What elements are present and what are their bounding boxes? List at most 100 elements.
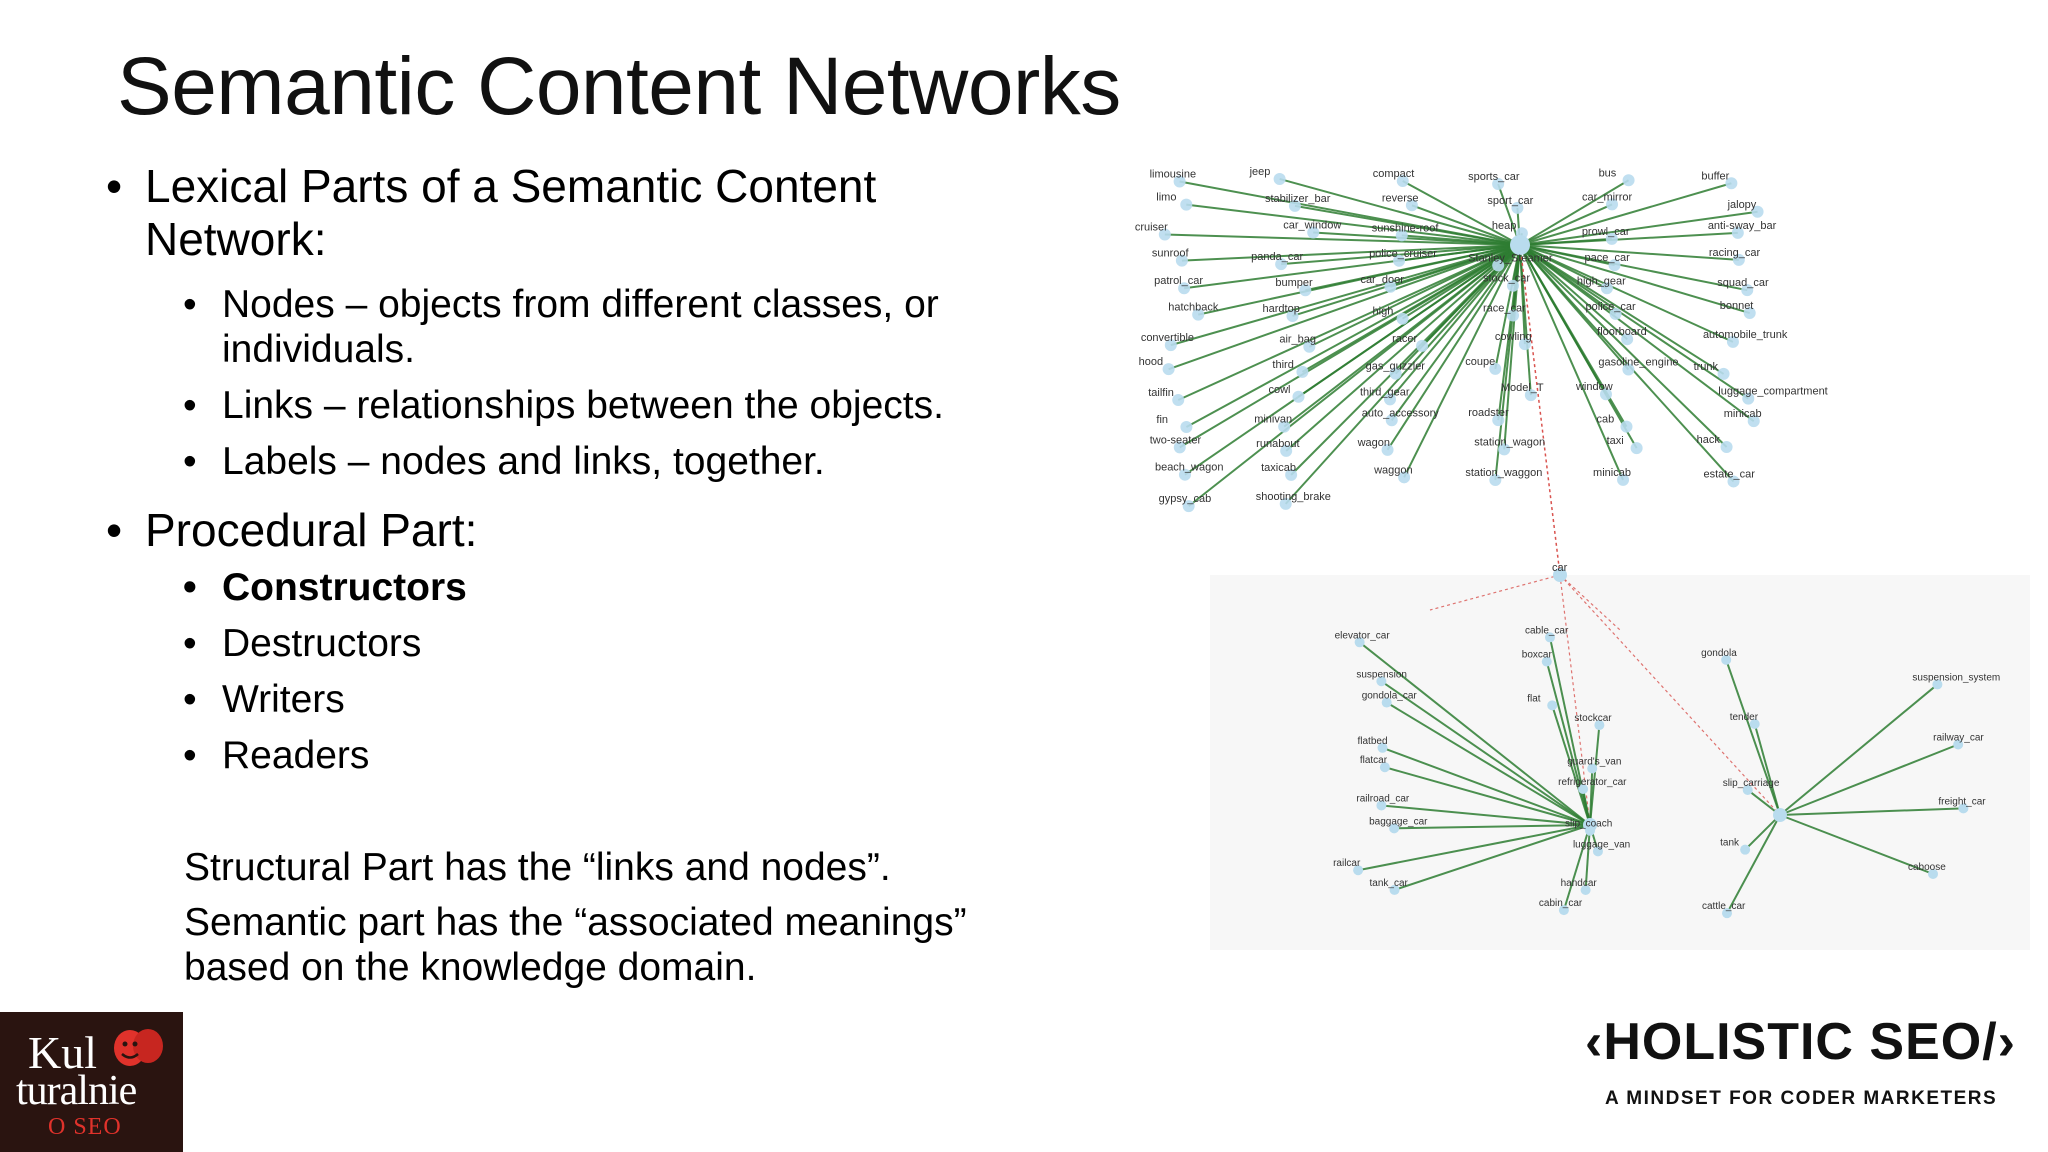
graph-node (1507, 309, 1520, 322)
graph-node-label: slip_coach (1565, 819, 1612, 830)
graph-node-label: guard's_van (1567, 756, 1621, 767)
graph-edge (1197, 244, 1521, 316)
graph-node-label: sports_car (1468, 171, 1520, 183)
graph-node-label: cabin_car (1539, 898, 1583, 909)
graph-edge (1589, 768, 1594, 826)
graph-node (1722, 908, 1733, 919)
graph-node-label: Model_T (1501, 382, 1544, 394)
graph-edge (1559, 574, 1621, 631)
graph-edge (1284, 244, 1521, 505)
graph-node (1279, 497, 1292, 510)
graph-nodes (1158, 172, 1969, 919)
graph-node (1192, 308, 1205, 321)
semantic-note-line2: based on the knowledge domain. (184, 946, 757, 989)
semantic-note-line1: Semantic part has the “associated meanin… (184, 901, 967, 944)
graph-node-label: railcar (1333, 858, 1361, 869)
graph-node (1599, 388, 1612, 401)
graph-node-label: coupe (1465, 356, 1495, 368)
graph-node-label: police_cruiser (1369, 248, 1437, 260)
graph-edge (1779, 683, 1939, 816)
graph-node-label: sport_car (1487, 195, 1533, 207)
graph-node (1180, 198, 1193, 211)
graph-node (1958, 803, 1969, 814)
graph-node-label: wagon (1357, 437, 1390, 449)
graph-node-label: buffer (1701, 170, 1729, 182)
graph-edge (1519, 244, 1748, 292)
graph-node (1489, 474, 1502, 487)
graph-node (1720, 441, 1733, 454)
graph-node-label: cruiser (1135, 222, 1168, 234)
graph-node (1605, 232, 1618, 245)
graph-edge (1184, 244, 1521, 476)
graph-background (1210, 575, 2030, 950)
graph-edge (1294, 204, 1521, 246)
graph-edge (1519, 244, 1561, 576)
graph-node (1379, 762, 1390, 773)
structural-note: Structural Part has the “links and nodes… (184, 846, 891, 889)
graph-node (1288, 199, 1301, 212)
brand-name: ‹HOLISTIC SEO/› (1585, 1013, 2016, 1071)
lexical-item-line1: Links – relationships between the object… (222, 384, 944, 427)
graph-node-label: minicab (1724, 408, 1762, 420)
graph-node-label: two-seater (1150, 434, 1202, 446)
graph-node (1354, 637, 1365, 648)
graph-node-label: luggage_van (1573, 839, 1630, 850)
procedural-item-destructors: Destructors (106, 621, 1106, 666)
graph-node (1741, 284, 1754, 297)
procedural-item-label: Constructors (222, 566, 467, 609)
graph-node (1396, 175, 1409, 188)
graph-hub-node (1773, 808, 1787, 822)
graph-node (1507, 279, 1520, 292)
graph-node-label: racer (1392, 333, 1417, 345)
lexical-item-nodes: Nodes – objects from different classes, … (106, 282, 1106, 372)
graph-node (1541, 656, 1552, 667)
graph-node-label: minivan (1254, 414, 1292, 426)
logo-left-line1: Kul (28, 1027, 97, 1078)
graph-node (1630, 442, 1643, 455)
graph-node (1592, 846, 1603, 857)
graph-node (1296, 365, 1309, 378)
bullet-lexical-line2: Network: (145, 213, 327, 265)
graph-edge (1168, 244, 1521, 371)
graph-node-label: cowl (1268, 384, 1290, 396)
graph-node-label: hack (1697, 434, 1721, 446)
graph-node-label: automobile_trunk (1703, 329, 1788, 341)
graph-node-label: cattle_car (1702, 901, 1746, 912)
graph-node-label: gondola (1701, 648, 1737, 659)
lexical-item-line1: Labels – nodes and links, together. (222, 440, 825, 483)
graph-edge (1188, 244, 1521, 507)
graph-node-label: stockcar (1574, 713, 1612, 724)
graph-node-label: compact (1373, 168, 1415, 180)
logo-left-line3: O SEO (48, 1114, 122, 1140)
graph-node (1395, 229, 1408, 242)
graph-node (1164, 339, 1177, 352)
graph-node (1182, 500, 1195, 513)
graph-node (1377, 742, 1388, 753)
graph-node (1280, 444, 1293, 457)
graph-edge (1519, 244, 1735, 483)
graph-node (1398, 471, 1411, 484)
graph-node-label: tender (1730, 712, 1759, 723)
graph-node (1292, 390, 1305, 403)
graph-edge (1725, 659, 1781, 816)
graph-node-label: reverse (1382, 192, 1419, 204)
graph-node-label: car_door (1360, 274, 1404, 286)
graph-node (1524, 389, 1537, 402)
graph-node-label: hood (1139, 356, 1163, 368)
graph-node-label: taxi (1607, 435, 1624, 447)
graph-edge (1403, 244, 1521, 478)
graph-node (1751, 205, 1764, 218)
graph-node (1749, 718, 1760, 729)
graph-node (1731, 226, 1744, 239)
graph-node (1492, 259, 1505, 272)
graph-edge (1753, 723, 1781, 816)
graph-node-label: hardtop (1263, 303, 1300, 315)
graph-edge (1519, 244, 1734, 343)
graph-edge (1779, 743, 1959, 816)
lexical-item-labels: Labels – nodes and links, together. (106, 439, 1106, 484)
graph-edge (1779, 807, 1964, 816)
graph-node (1175, 254, 1188, 267)
graph-node-label: roadster (1468, 407, 1509, 419)
graph-node-label: refrigerator_car (1558, 777, 1627, 788)
